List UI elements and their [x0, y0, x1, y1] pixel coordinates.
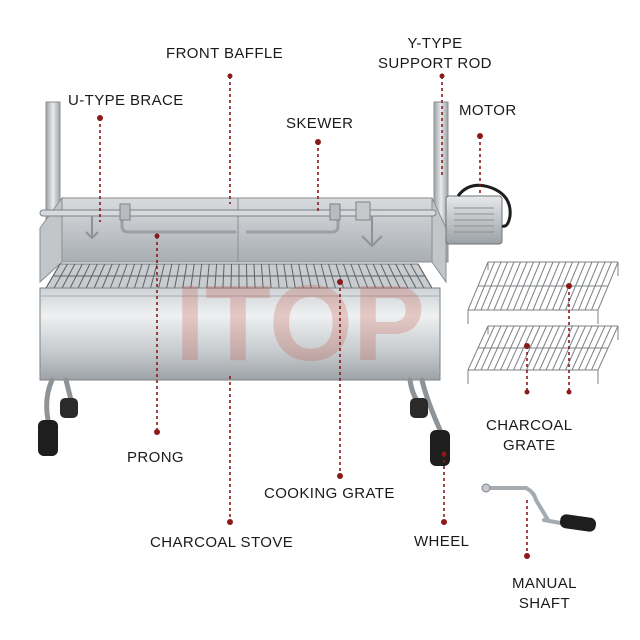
rotisserie-body — [38, 101, 512, 466]
charcoal-grate-upper — [467, 261, 619, 324]
label-prong: PRONG — [127, 448, 184, 468]
front-baffle-panel — [61, 197, 433, 263]
cooking-grate — [45, 263, 433, 289]
label-charcoal-grate: CHARCOAL GRATE — [486, 416, 573, 456]
label-manual-line2: SHAFT — [518, 595, 571, 612]
label-manual-line1: MANUAL — [512, 575, 577, 592]
label-manual-shaft: MANUAL SHAFT — [512, 574, 577, 614]
right-side-wing — [431, 197, 447, 284]
charcoal-grate-racks — [467, 261, 619, 384]
wheel-icon — [38, 398, 450, 466]
label-cooking-grate: COOKING GRATE — [264, 484, 395, 504]
label-wheel-text: WHEEL — [414, 533, 470, 550]
label-y-type-support-rod: Y-TYPE SUPPORT ROD — [378, 34, 492, 74]
label-motor-text: MOTOR — [459, 102, 517, 119]
label-u-type-brace: U-TYPE BRACE — [68, 91, 184, 111]
label-prong-text: PRONG — [127, 449, 185, 466]
label-skewer: SKEWER — [286, 114, 353, 134]
watermark-logo: ITOP — [175, 262, 425, 383]
legs — [44, 377, 443, 433]
label-front-baffle: FRONT BAFFLE — [166, 44, 283, 64]
label-motor: MOTOR — [459, 101, 517, 121]
label-charcoal-stove-text: CHARCOAL STOVE — [150, 534, 294, 551]
label-cooking-grate-text: COOKING GRATE — [264, 485, 395, 502]
leader-dots — [97, 73, 572, 559]
label-charcoal-grate-line1: CHARCOAL — [486, 417, 573, 434]
prong-fork — [85, 216, 383, 248]
label-skewer-text: SKEWER — [286, 115, 354, 132]
charcoal-grate-lower — [467, 325, 619, 384]
motor-unit — [445, 183, 512, 245]
charcoal-stove — [39, 287, 441, 381]
label-y-type-line1: Y-TYPE — [407, 35, 463, 52]
label-u-type-brace-text: U-TYPE BRACE — [68, 92, 184, 109]
label-charcoal-grate-line2: GRATE — [503, 437, 556, 454]
manual-shaft-crank — [481, 483, 597, 532]
leader-lines — [99, 76, 570, 556]
skewer-frame-left — [120, 210, 236, 234]
label-charcoal-stove: CHARCOAL STOVE — [150, 533, 293, 553]
left-side-wing — [39, 196, 63, 284]
label-wheel: WHEEL — [414, 532, 469, 552]
skewer-frame-right — [246, 210, 340, 234]
label-y-type-line2: SUPPORT ROD — [378, 55, 492, 72]
label-front-baffle-text: FRONT BAFFLE — [166, 45, 284, 62]
